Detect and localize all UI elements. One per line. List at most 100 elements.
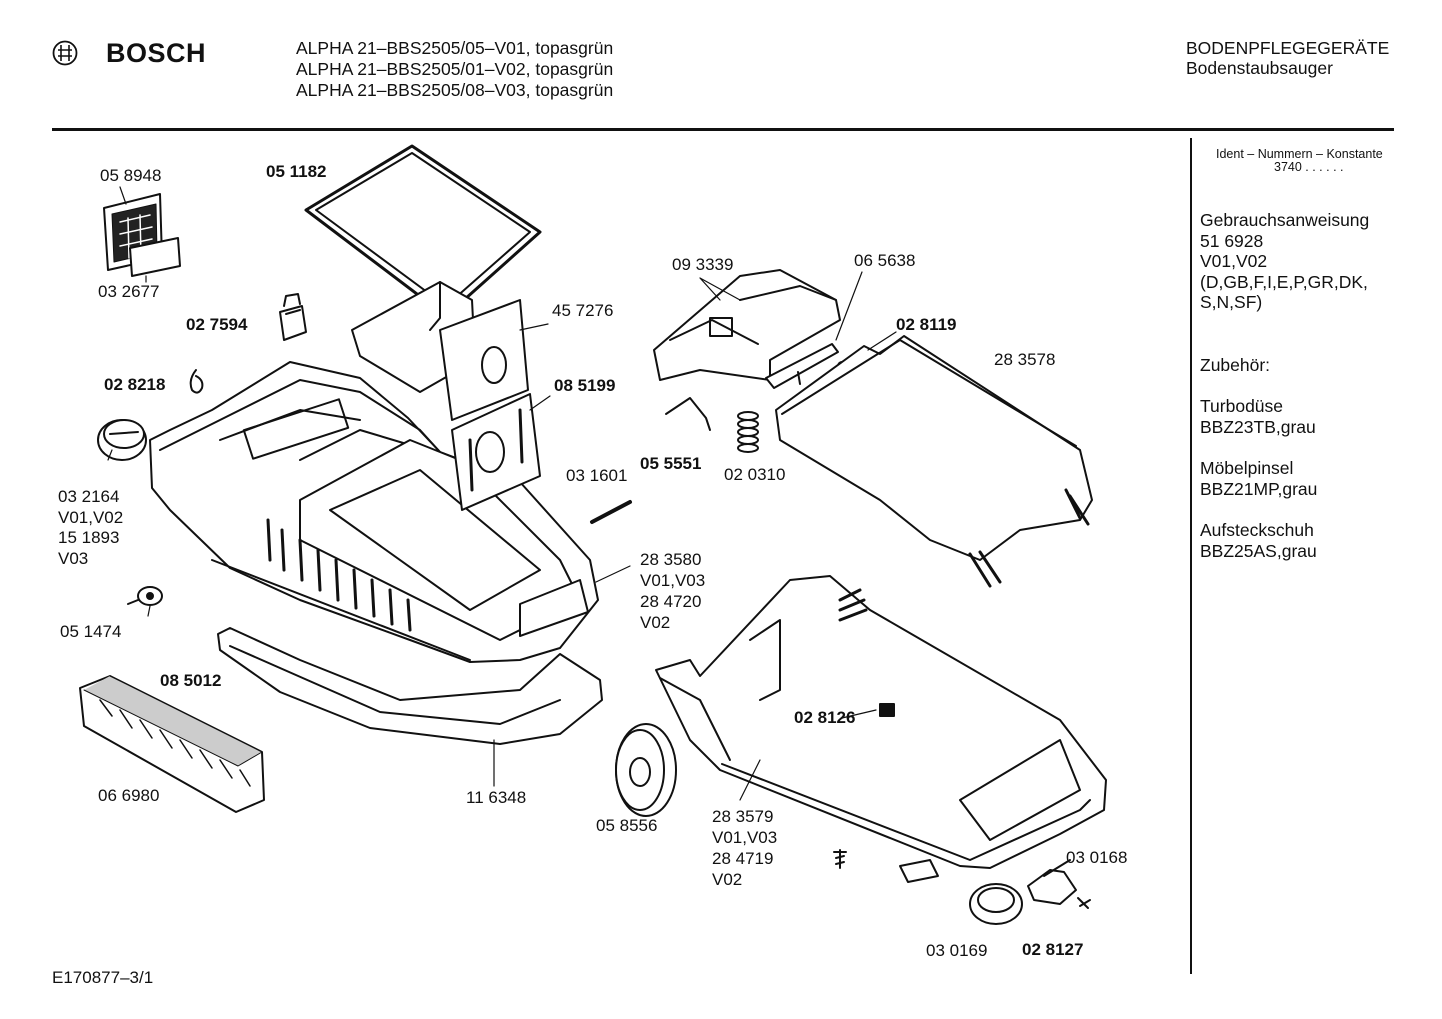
part-number: 03 0168	[1066, 848, 1128, 867]
bearing-clip-icon	[127, 586, 163, 606]
leader-line	[867, 331, 897, 351]
part-number-group: 28 3579 V01,V03 28 4719 V02	[712, 806, 777, 890]
wire-clip-icon	[665, 397, 711, 431]
leader-line	[739, 759, 761, 801]
part-number: 02 8218	[104, 375, 166, 394]
part-number: 03 1601	[566, 466, 628, 485]
leader-line	[119, 186, 127, 205]
frame-seal-icon	[304, 144, 542, 318]
cord-knob-icon	[97, 419, 147, 461]
part-variant: V03	[58, 548, 89, 568]
accessory-line: Möbelpinsel	[1200, 458, 1294, 478]
leader-line	[835, 271, 863, 341]
part-number: 09 3339	[672, 255, 734, 274]
model-line: ALPHA 21–BBS2505/05–V01, topasgrün	[296, 38, 614, 58]
part-number: 02 0310	[724, 465, 786, 484]
bag-retainer-icon	[451, 393, 541, 511]
ident-block: Ident – Nummern – Konstante 3740 . . . .…	[1216, 148, 1383, 174]
model-line: ALPHA 21–BBS2505/01–V02, topasgrün	[296, 59, 614, 79]
exploded-view-drawing	[79, 144, 1107, 925]
switch-knob-icon	[279, 293, 307, 341]
part-number: 08 5199	[554, 376, 616, 395]
leader-line	[107, 449, 113, 461]
header-divider	[52, 128, 1394, 131]
accessory-line: BBZ23TB,grau	[1200, 416, 1316, 437]
compression-spring-icon	[737, 411, 759, 453]
bumper-strip-icon	[217, 627, 603, 745]
drawing-code: E170877–3/1	[52, 968, 154, 987]
accessory-line: BBZ21MP,grau	[1200, 478, 1318, 499]
accessories-title: Zubehör:	[1200, 355, 1271, 375]
leader-line	[699, 277, 741, 301]
accessory-line: BBZ25AS,grau	[1200, 540, 1317, 561]
part-number: 03 0169	[926, 941, 988, 960]
exhaust-grille-icon	[79, 675, 265, 813]
part-number: 03 2164	[58, 487, 120, 506]
part-number: 28 3580	[640, 550, 702, 569]
category-block: BODENPFLEGEGERÄTE Bodenstaubsauger	[1186, 38, 1389, 78]
category-subtitle: Bodenstaubsauger	[1186, 58, 1333, 78]
accessory-line: Turbodüse	[1200, 396, 1284, 416]
leader-line	[841, 709, 877, 719]
spring-clip-icon	[189, 369, 204, 394]
part-number: 02 8127	[1022, 940, 1084, 959]
latch-icon	[765, 343, 839, 389]
part-number: 05 8948	[100, 166, 162, 185]
part-number: 02 8126	[794, 708, 856, 727]
leader-line	[595, 565, 631, 583]
label-plate-icon	[899, 859, 939, 883]
part-number: 05 5551	[640, 454, 702, 473]
rod-icon	[590, 500, 632, 524]
part-number: 06 5638	[854, 251, 916, 270]
ident-value: 3740 . . . . . .	[1274, 160, 1344, 174]
ident-title: Ident – Nummern – Konstante	[1216, 147, 1383, 161]
part-number: 02 8119	[896, 315, 957, 334]
part-number: 05 8556	[596, 816, 658, 835]
part-number: 28 3579	[712, 807, 774, 826]
model-list: ALPHA 21–BBS2505/05–V01, topasgrün ALPHA…	[296, 38, 613, 101]
carry-handle-icon	[653, 269, 841, 381]
part-variant: V01,V02	[58, 507, 124, 527]
manual-line: Gebrauchsanweisung	[1200, 210, 1370, 230]
part-variant: V02	[640, 613, 671, 632]
part-number: 05 1474	[60, 622, 122, 641]
manual-line: 51 6928	[1200, 230, 1264, 251]
screw-icon	[1077, 897, 1091, 909]
accessory-turbo: Turbodüse BBZ23TB,grau	[1200, 396, 1316, 437]
part-number-group: 03 2164 V01,V02 15 1893 V03	[58, 487, 123, 569]
pulley-icon	[969, 883, 1023, 925]
manual-block: Gebrauchsanweisung 51 6928 V01,V02 (D,GB…	[1200, 210, 1369, 313]
part-number: 08 5012	[160, 671, 222, 690]
part-number: 28 3578	[994, 350, 1056, 369]
filter-cassette-icon	[103, 193, 181, 277]
sidebar-divider	[1190, 138, 1192, 974]
part-number: 45 7276	[552, 301, 614, 320]
base-chassis-icon	[655, 575, 1107, 869]
part-number: 02 7594	[186, 315, 248, 334]
manual-line: V01,V02	[1200, 251, 1268, 271]
manual-line: (D,GB,F,I,E,P,GR,DK,	[1200, 271, 1368, 292]
accessory-brush: Möbelpinsel BBZ21MP,grau	[1200, 458, 1317, 499]
leader-line	[519, 323, 549, 331]
part-number-group: 28 3580 V01,V03 28 4720 V02	[640, 549, 705, 633]
part-variant: V01,V03	[712, 828, 778, 847]
wheel-icon	[615, 723, 677, 817]
category-title: BODENPFLEGEGERÄTE	[1186, 38, 1390, 58]
accessory-shoe: Aufsteckschuh BBZ25AS,grau	[1200, 520, 1317, 561]
part-number: 05 1182	[266, 162, 327, 181]
bosch-logo-icon	[52, 40, 78, 66]
model-line: ALPHA 21–BBS2505/08–V03, topasgrün	[296, 80, 614, 100]
part-number: 15 1893	[58, 528, 120, 547]
brand-name: BOSCH	[106, 38, 207, 68]
part-variant: V01,V03	[640, 571, 706, 590]
lid-cover-icon	[775, 335, 1093, 588]
part-number: 06 6980	[98, 786, 160, 805]
part-number: 03 2677	[98, 282, 160, 301]
cord-clamp-icon	[1027, 859, 1077, 905]
dust-bag-icon	[351, 281, 529, 421]
part-number: 28 4719	[712, 849, 774, 868]
accessory-line: Aufsteckschuh	[1200, 520, 1314, 540]
part-number: 28 4720	[640, 592, 702, 611]
upper-housing-icon	[149, 361, 599, 663]
manual-line: S,N,SF)	[1200, 292, 1263, 312]
